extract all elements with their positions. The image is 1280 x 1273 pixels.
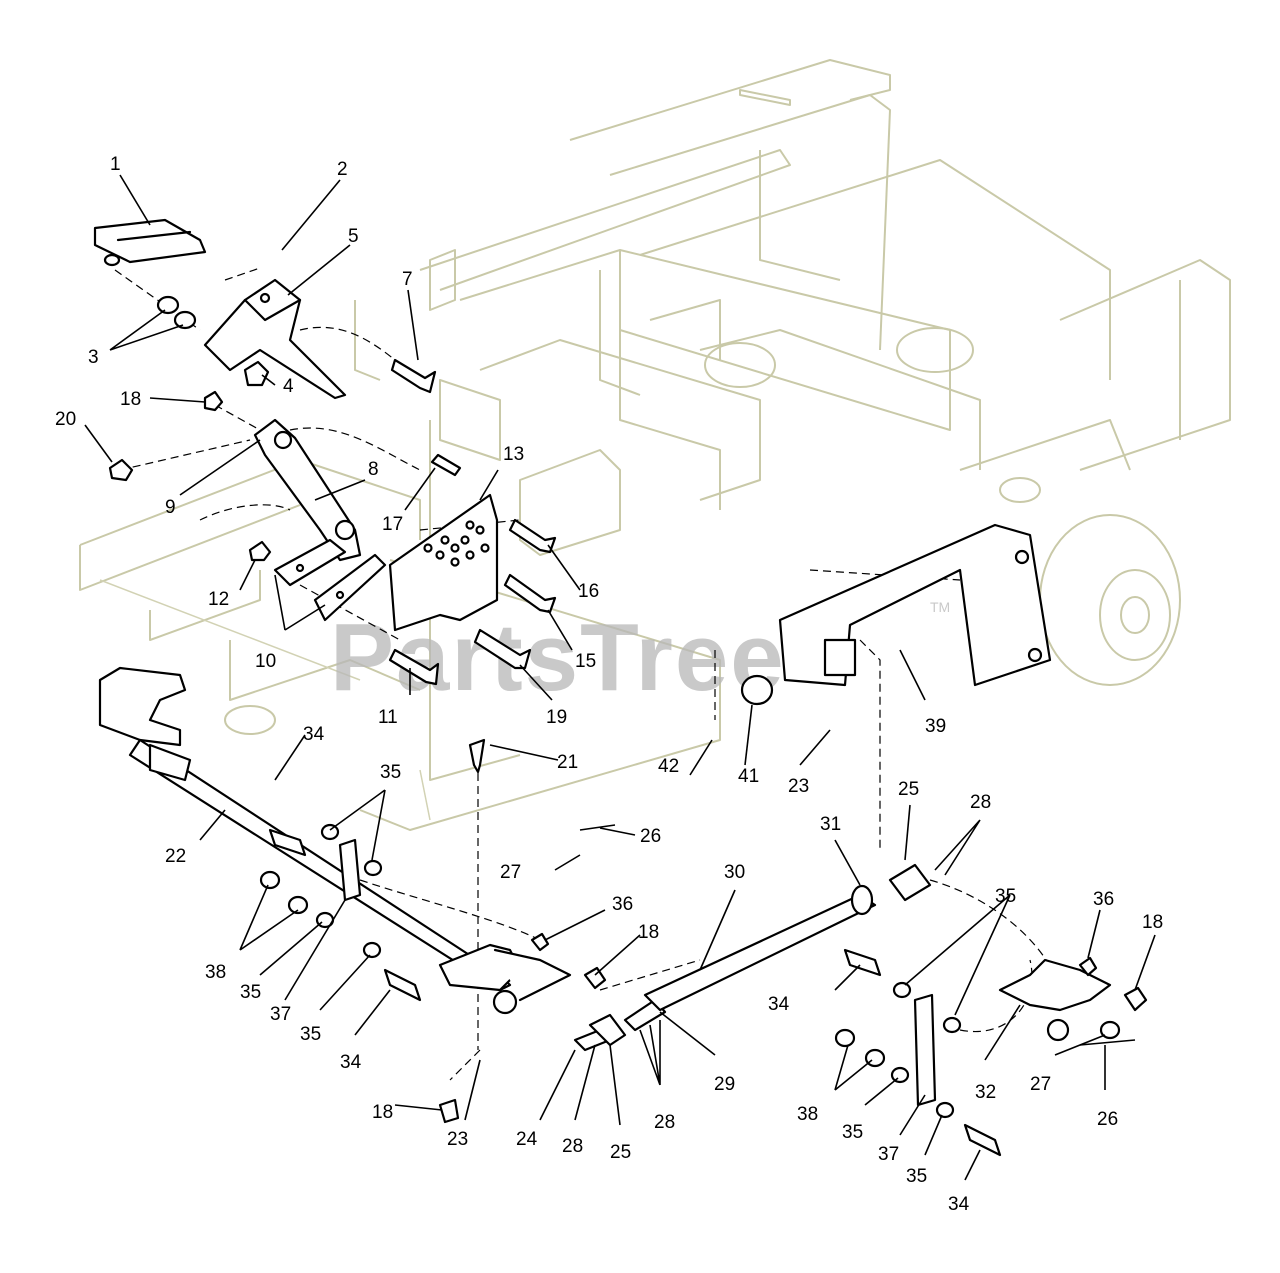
callout-23-left: 23 (447, 1129, 468, 1150)
callout-22: 22 (165, 846, 186, 867)
callout-8: 8 (368, 459, 379, 480)
part-chain-left (338, 838, 362, 902)
part-19-bolt (473, 628, 532, 670)
part-17-pin (430, 453, 462, 477)
part-32-spindle-right (998, 958, 1112, 1042)
mower-frame-background (79, 59, 1231, 831)
callout-18-top: 18 (120, 389, 141, 410)
callout-2: 2 (337, 159, 348, 180)
part-cotter-pins (579, 824, 1136, 1046)
callout-35-left-a: 35 (240, 982, 261, 1003)
part-16-bolt (508, 518, 557, 554)
part-8-arm (253, 418, 362, 562)
callout-23-right: 23 (788, 776, 809, 797)
callout-10: 10 (255, 651, 276, 672)
part-21-bolt (468, 738, 486, 774)
callout-35-right-b: 35 (906, 1166, 927, 1187)
callout-28-left: 28 (562, 1136, 583, 1157)
callout-26-right: 26 (1097, 1109, 1118, 1130)
callout-12: 12 (208, 589, 229, 610)
callout-1: 1 (110, 154, 121, 175)
part-11-bolt (388, 648, 440, 686)
part-12-nut (248, 540, 272, 562)
callout-39: 39 (925, 716, 946, 737)
callout-34-right: 34 (768, 994, 790, 1015)
callout-42: 42 (658, 756, 679, 777)
part-20-nut (108, 458, 134, 482)
callout-36-left: 36 (612, 894, 633, 915)
part-4-nut (243, 360, 270, 387)
part-29-rod-end (623, 998, 667, 1032)
callout-11: 11 (378, 707, 398, 728)
callout-38-left: 38 (205, 962, 226, 983)
callout-17: 17 (382, 514, 403, 535)
callout-15: 15 (575, 651, 596, 672)
callout-20: 20 (55, 409, 76, 430)
callout-27-left: 27 (500, 862, 521, 883)
callout-25-right: 25 (898, 779, 919, 800)
part-5-mount-bracket (203, 278, 347, 400)
callout-19: 19 (546, 707, 567, 728)
callout-18-bottom: 18 (372, 1102, 393, 1123)
part-18-nut-top (203, 390, 224, 412)
plate-holes (423, 520, 490, 567)
callout-36-right: 36 (1093, 889, 1114, 910)
callout-18-right: 18 (1142, 912, 1163, 933)
callout-35-right: 35 (995, 886, 1016, 907)
part-nuts-misc (438, 932, 1148, 1124)
part-25-yoke-left (588, 1013, 627, 1047)
part-10-plates (273, 538, 387, 622)
callout-38-right: 38 (797, 1104, 818, 1125)
callout-35-right-a: 35 (842, 1122, 863, 1143)
callout-35-left-b: 35 (300, 1024, 321, 1045)
callout-35-top-left: 35 (380, 762, 401, 783)
part-13-plate (388, 493, 499, 632)
callout-37-right: 37 (878, 1144, 899, 1165)
part-7-bolt (390, 358, 437, 394)
callout-18-mid: 18 (638, 922, 659, 943)
part-22-front-axle-bar (98, 666, 572, 1015)
callout-26-left: 26 (640, 826, 661, 847)
callout-28-right: 28 (970, 792, 991, 813)
callout-34-bottom-right: 34 (948, 1194, 970, 1215)
callout-31: 31 (820, 814, 841, 835)
callout-13: 13 (503, 444, 524, 465)
callout-27-right: 27 (1030, 1074, 1051, 1095)
callout-16: 16 (578, 581, 599, 602)
callout-labels: 1 2 5 3 4 7 18 20 9 8 13 17 16 12 10 15 … (55, 154, 1163, 1215)
callout-21: 21 (557, 752, 578, 773)
callout-34-bottom-left: 34 (340, 1052, 362, 1073)
callout-3: 3 (88, 347, 99, 368)
callout-24: 24 (516, 1129, 538, 1150)
callout-34-top-left: 34 (303, 724, 325, 745)
callout-30: 30 (724, 862, 745, 883)
part-1-pivot-bracket (93, 218, 207, 267)
callout-7: 7 (402, 269, 413, 290)
watermark-trademark: TM (930, 599, 950, 615)
callout-4: 4 (283, 376, 294, 397)
callout-41: 41 (738, 766, 759, 787)
part-41-washer (740, 674, 774, 706)
part-31-collar (850, 884, 874, 916)
callout-28-mid: 28 (654, 1112, 675, 1133)
part-34-bolt-right (843, 948, 882, 977)
part-34-bolt-lower-right (963, 1123, 1002, 1157)
part-25-yoke-right (888, 863, 932, 902)
leader-lines (84, 174, 1156, 1181)
callout-29: 29 (714, 1074, 735, 1095)
part-39-bracket (778, 523, 1052, 687)
callout-9: 9 (165, 497, 176, 518)
callout-5: 5 (348, 226, 359, 247)
callout-37-left: 37 (270, 1004, 291, 1025)
part-34-bolt-left (268, 828, 307, 857)
part-34-bolt-lower-left (383, 968, 422, 1002)
part-chain-right (913, 993, 937, 1107)
callout-32: 32 (975, 1082, 996, 1103)
part-30-tie-rod-spring (643, 893, 877, 1012)
part-3-washers (156, 295, 197, 330)
callout-25-left: 25 (610, 1142, 631, 1163)
